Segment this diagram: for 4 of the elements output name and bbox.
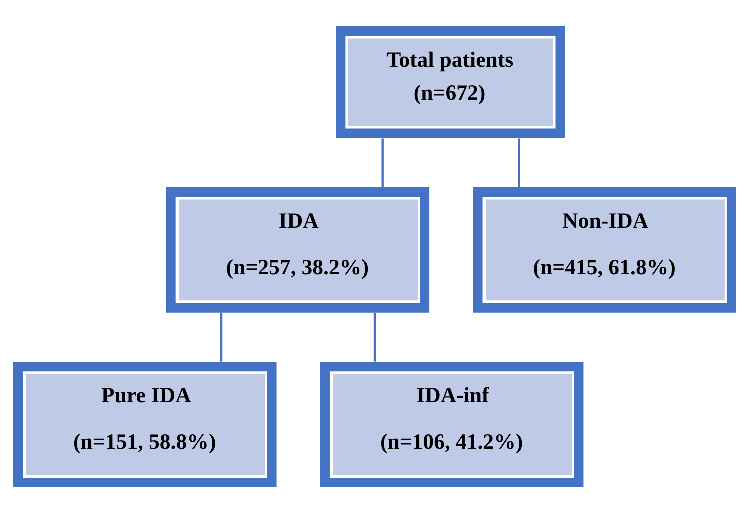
connector xyxy=(518,138,520,187)
connector xyxy=(382,138,384,187)
connector xyxy=(220,312,223,362)
connector xyxy=(374,312,376,362)
